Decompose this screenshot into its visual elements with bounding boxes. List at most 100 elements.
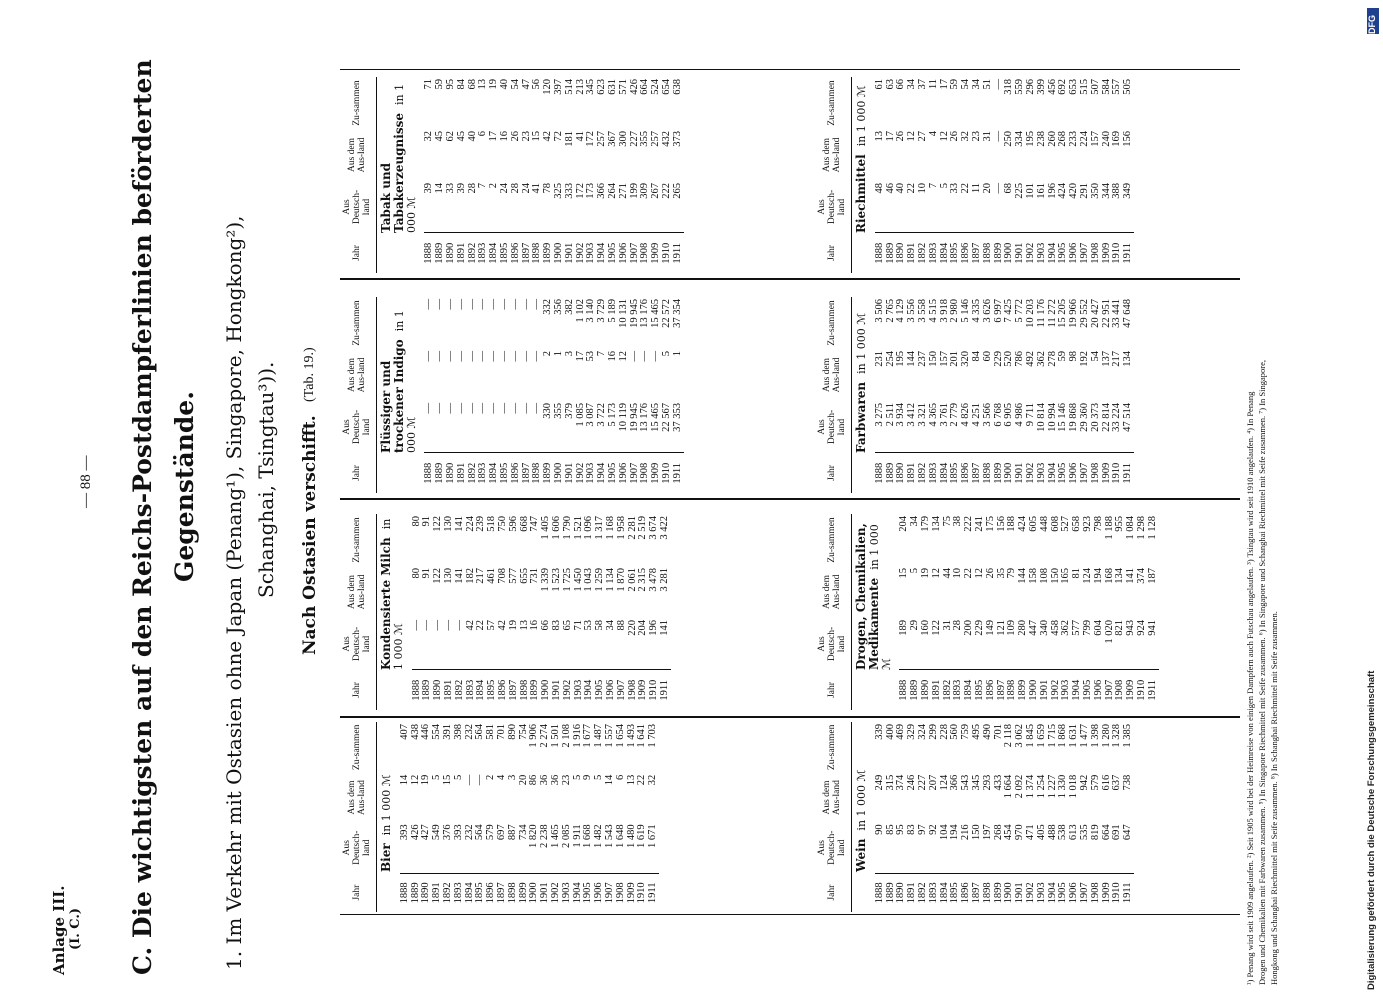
value-cell: 122 bbox=[930, 620, 942, 636]
separator-line bbox=[340, 498, 1240, 500]
value-cell: 10 bbox=[916, 183, 928, 194]
value-cell: 5 bbox=[571, 774, 583, 780]
value-cell: 141 bbox=[453, 516, 465, 532]
value-cell: 3 275 bbox=[873, 403, 885, 427]
value-cell: 299 bbox=[927, 724, 939, 740]
footnote-line2: Drogen und Chemikalien mit Farbwaren zus… bbox=[1257, 360, 1267, 985]
caption-text: Tabak und Tabakerzeugnisse bbox=[379, 113, 406, 233]
value-cell: 2 085 bbox=[560, 824, 572, 848]
value-cell: 2 bbox=[542, 351, 554, 357]
year-cell: 1888 bbox=[874, 873, 886, 912]
value-cell: 2 108 bbox=[560, 724, 572, 748]
value-cell: 1 790 bbox=[561, 516, 573, 540]
value-cell: 1 648 bbox=[614, 824, 626, 848]
value-cell: 37 353 bbox=[671, 403, 683, 432]
caption-text: Wein bbox=[854, 838, 868, 872]
column-header-jahr: Jahr bbox=[815, 873, 852, 912]
value-cell: 92 bbox=[927, 824, 939, 835]
caption-text: Flüssiger und trockener Indigo bbox=[379, 339, 406, 453]
year-cell: 1893 bbox=[453, 873, 465, 912]
value-cell: 53 bbox=[585, 351, 597, 362]
value-cell: 647 bbox=[1122, 824, 1134, 841]
table-caption: Riechmittelin 1 000 ℳ bbox=[852, 77, 875, 273]
column-header-aus-deutschland: Aus Deutsch-land bbox=[815, 181, 852, 233]
year-cell: 1898 bbox=[982, 233, 994, 273]
value-cell: 39 bbox=[455, 183, 467, 194]
value-cell: 3 506 bbox=[873, 299, 885, 323]
value-cell: 10 814 bbox=[1035, 403, 1047, 432]
value-cell: 293 bbox=[981, 774, 993, 791]
value-cell: 4 365 bbox=[927, 403, 939, 427]
value-cell: 604 bbox=[1092, 620, 1104, 636]
year-cell: 1901 bbox=[564, 453, 576, 493]
value-cell: — bbox=[650, 351, 662, 362]
column-header-jahr: Jahr bbox=[815, 453, 852, 493]
year-cell: 1893 bbox=[928, 233, 940, 273]
value-cell: 407 bbox=[398, 724, 410, 740]
value-cell: — bbox=[455, 403, 467, 414]
column-header-aus-dem-ausland: Aus dem Aus-land bbox=[340, 349, 377, 401]
year-cell: 1896 bbox=[510, 233, 522, 273]
year-cell: 1888 bbox=[874, 233, 886, 273]
value-cell: 48 bbox=[873, 183, 885, 194]
value-cell: 157 bbox=[1089, 131, 1101, 147]
year-cell: 1908 bbox=[615, 873, 627, 912]
value-cell: 28 bbox=[509, 183, 521, 194]
column-header-jahr: Jahr bbox=[815, 670, 852, 710]
value-cell: 65 bbox=[561, 620, 573, 631]
column-header-aus-deutschland: Aus Deutsch-land bbox=[815, 401, 852, 453]
value-cell: 51 bbox=[981, 79, 993, 90]
caption-unit: in 1 000 ℳ bbox=[855, 85, 868, 147]
value-cell: 84 bbox=[455, 79, 467, 90]
table-row: 1896——— bbox=[510, 297, 522, 493]
value-cell: 1 254 bbox=[1035, 774, 1047, 799]
value-cell: 40 bbox=[466, 131, 478, 142]
value-cell: 156 bbox=[1122, 131, 1134, 147]
value-cell: 1 654 bbox=[614, 724, 626, 748]
value-cell: 54 bbox=[1089, 351, 1101, 362]
year-cell: 1901 bbox=[564, 233, 576, 273]
column-header-aus-deutschland: Aus Deutsch-land bbox=[815, 822, 852, 874]
value-cell: 181 bbox=[563, 131, 575, 147]
caption-row: Kondensierte Milchin 1 000 ℳ bbox=[377, 514, 412, 710]
value-cell: 197 bbox=[981, 824, 993, 841]
column-header-jahr: Jahr bbox=[340, 873, 377, 912]
value-cell: 340 bbox=[1038, 620, 1050, 636]
value-cell: 577 bbox=[507, 568, 519, 584]
column-header-zusammen: Zu-sammen bbox=[340, 297, 377, 349]
separator-line bbox=[340, 278, 1240, 280]
column-header-aus-dem-ausland: Aus dem Aus-land bbox=[340, 566, 377, 618]
column-header-jahr: Jahr bbox=[340, 233, 377, 273]
anlage-sublabel: (I. C.) bbox=[68, 907, 83, 950]
year-cell: 1891 bbox=[456, 453, 468, 493]
caption-row: Farbwarenin 1 000 ℳ bbox=[852, 297, 875, 493]
value-cell: 15 bbox=[441, 774, 453, 786]
value-cell: 393 bbox=[452, 824, 464, 841]
value-cell: 10 131 bbox=[617, 299, 629, 328]
value-cell: 1 671 bbox=[647, 824, 659, 848]
year-cell: 1908 bbox=[1090, 873, 1102, 912]
value-cell: 333 bbox=[563, 183, 575, 199]
